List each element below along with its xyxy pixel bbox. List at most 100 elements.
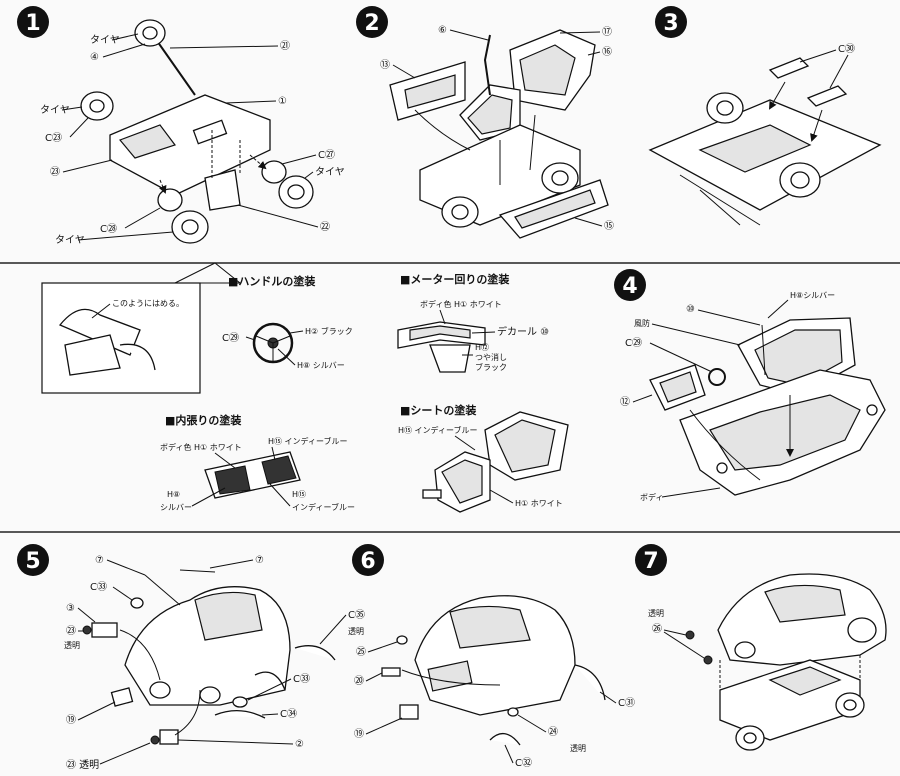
step-5: 5 ⑦ ⑦ C㉝ ③ ㉓ 透明 C㉟ 透明 — [17, 544, 365, 771]
label-clear-a: 透明 — [64, 641, 80, 650]
part-c33-indicator — [232, 696, 248, 708]
leader-p7a — [106, 559, 146, 576]
inset-floor — [64, 334, 121, 376]
leader-p24 — [517, 714, 547, 733]
label-interior-indy-blue: インディーブルー — [292, 502, 355, 512]
step-3-badge — [655, 6, 687, 38]
leader-p25 — [367, 641, 398, 653]
paint-meter: ■メーター回りの塗装 ボディ色 H① ホワイト デカール ⑩ H⑫ つや消し ブ… — [397, 272, 549, 373]
label-p26: ㉖ — [652, 623, 662, 635]
chassis-rail-2 — [699, 189, 741, 226]
label-interior-silver: シルバー — [160, 503, 192, 512]
front-seat-cushion — [467, 94, 513, 135]
leader-p17 — [559, 31, 601, 34]
step-7: 7 透明 ㉖ — [635, 544, 887, 751]
leader-tire-right — [304, 171, 314, 179]
label-p22: ㉒ — [320, 221, 330, 233]
interior-panel-13-inner — [404, 74, 456, 109]
paint-interior: ■内張りの塗装 ボディ色 H① ホワイト H⑮ インディーブルー H⑧ シルバー… — [160, 413, 355, 512]
part-25-lamp — [396, 635, 408, 645]
label-interior-h8: H⑧ — [167, 490, 180, 499]
leader-interior-h8 — [191, 487, 226, 507]
label-tire-top: タイヤ — [90, 34, 120, 46]
paint-seat-title: ■シートの塗装 — [400, 403, 476, 417]
chassis-slot — [192, 119, 228, 145]
leader-c27 — [281, 154, 317, 165]
leader-seat-h15 — [454, 435, 476, 451]
wheel-c28 — [157, 188, 183, 212]
label-c35: C㉟ — [348, 609, 365, 621]
label-interior-h15b: H⑮ — [292, 490, 306, 499]
leader-p1 — [224, 100, 277, 104]
guide-line-bumper — [174, 689, 201, 736]
body-mount-front — [716, 462, 728, 474]
label-c29-step4: C㉙ — [625, 337, 642, 349]
body-shell-floor — [709, 394, 861, 471]
label-c33a: C㉝ — [90, 581, 107, 593]
label-clear-b: 透明 — [348, 627, 364, 636]
leader-c23 — [69, 117, 89, 138]
label-p15: ⑮ — [604, 220, 614, 232]
meter-panel-face — [409, 325, 471, 341]
step-1-number: 1 — [25, 11, 40, 36]
step-1-badge — [17, 6, 49, 38]
part-3-housing — [91, 622, 118, 638]
guide-line-bumper-rear — [401, 669, 501, 686]
interior-panel-15-inner — [514, 189, 596, 229]
label-meter-h1: ボディ色 H① ホワイト — [420, 299, 502, 309]
step-4-badge — [614, 269, 646, 301]
leader-p19-step5 — [77, 701, 116, 721]
leader-p7b — [209, 559, 254, 569]
leader-p3 — [77, 607, 96, 623]
step-2-number: 2 — [364, 11, 379, 36]
label-c29-handle: C㉙ — [222, 332, 239, 344]
wheel-rear-hub — [551, 170, 569, 186]
label-p24: ㉔ — [548, 726, 558, 738]
inset-pointer — [174, 262, 242, 284]
label-h2: H② ブラック — [305, 326, 353, 336]
leader-c29-handle — [245, 336, 256, 341]
axle-rod — [154, 37, 196, 96]
part-23-lens-bottom — [150, 735, 160, 745]
paint-handle: ■ハンドルの塗装 C㉙ H② ブラック H⑧ シルバー — [222, 274, 353, 370]
tire-right-hub — [287, 184, 305, 200]
label-h12: H⑫ — [475, 343, 489, 352]
leader-c31 — [599, 691, 617, 704]
step-3: 3 C㉚ — [648, 6, 882, 226]
step-2-badge — [356, 6, 388, 38]
part-6-lever — [483, 34, 491, 96]
leader-p10 — [697, 309, 761, 326]
label-c23: C㉓ — [45, 132, 62, 144]
label-p21: ㉑ — [280, 40, 290, 52]
leader-meter-h1 — [439, 309, 446, 325]
wheel-front-right-hub — [790, 171, 810, 189]
label-c27: C㉗ — [318, 149, 335, 161]
label-seat-h15: H⑮ インディーブルー — [398, 425, 478, 435]
step-1: 1 タイヤ ④ ㉑ ① タイヤ — [17, 6, 345, 246]
step-7-badge — [635, 544, 667, 576]
step-4: 4 ⑩ H⑧シルバー 風防 C㉙ ⑫ ボディ — [614, 269, 886, 502]
steering-wheel-c29 — [708, 368, 726, 386]
chassis-wheel-rear-hub — [843, 699, 857, 711]
leader-c33a — [112, 586, 133, 601]
label-p25: ㉕ — [356, 646, 366, 658]
leader-tire-bottom — [77, 231, 174, 241]
label-interior-h1: ボディ色 H① ホワイト — [160, 442, 242, 452]
steering-spoke-1 — [255, 335, 274, 344]
leader-tire-left — [61, 106, 83, 111]
seat-peg — [422, 489, 442, 499]
inset-fender — [119, 343, 156, 371]
label-tire-right: タイヤ — [315, 166, 345, 178]
label-p12: ⑫ — [620, 396, 630, 408]
tire-top-hub — [142, 26, 158, 40]
chassis-seat-base — [118, 124, 176, 159]
wheel-front-hub — [451, 204, 469, 220]
wheel-rear-left-hub — [716, 100, 734, 116]
leader-windshield — [651, 323, 741, 346]
label-h12-name-1: つや消し — [475, 352, 507, 362]
leader-p4 — [102, 43, 146, 58]
label-p6: ⑥ — [438, 25, 447, 36]
step-4-number: 4 — [622, 274, 637, 299]
label-body: ボディ — [640, 492, 663, 502]
label-p19-step6: ⑲ — [354, 728, 364, 740]
